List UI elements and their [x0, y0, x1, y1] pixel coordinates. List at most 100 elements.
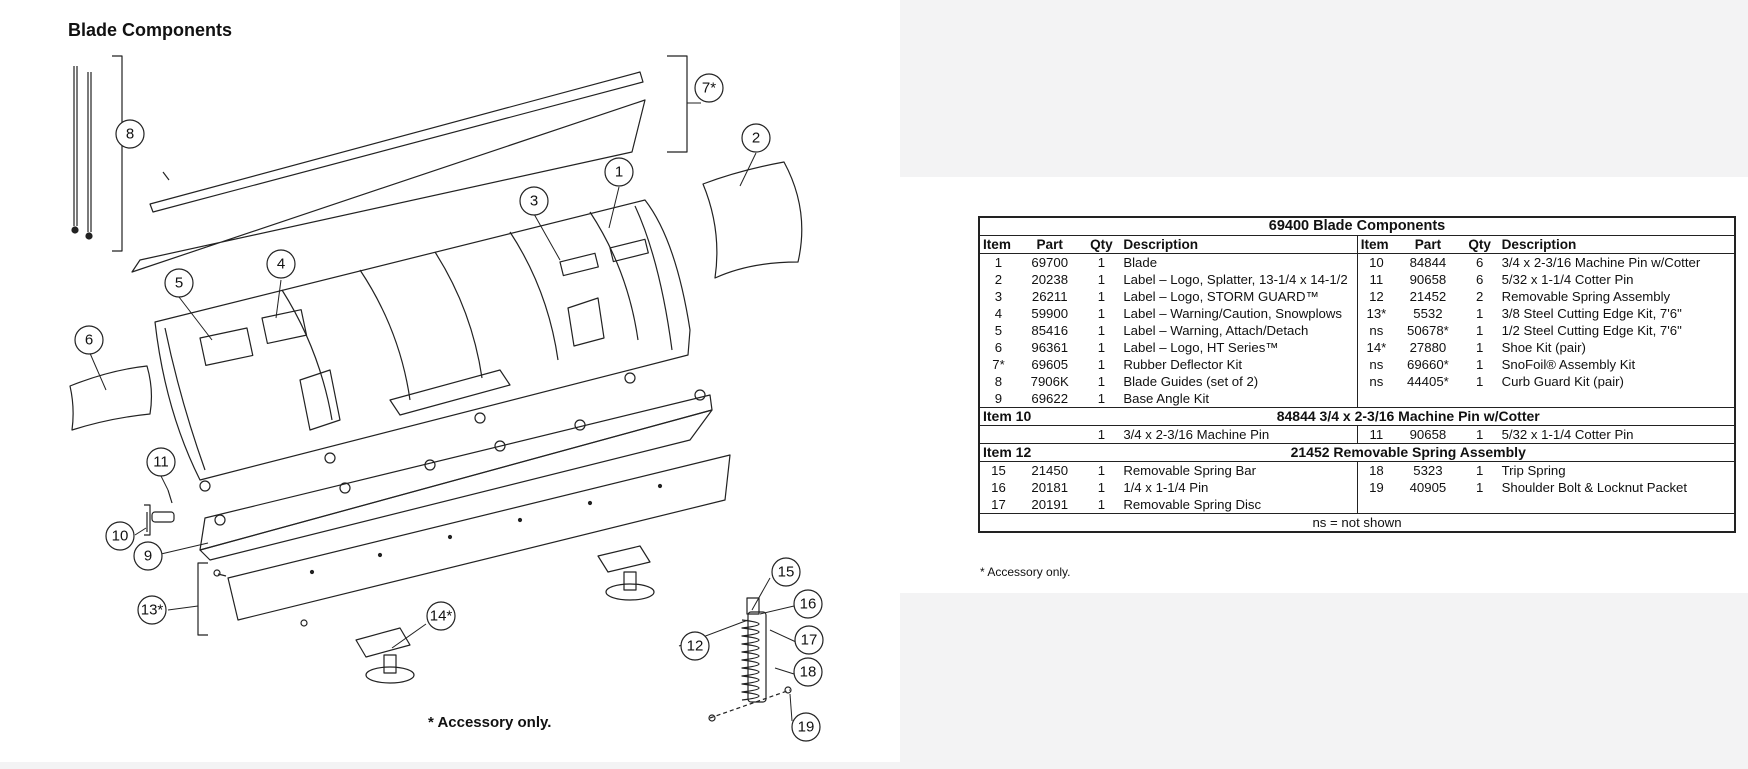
spring-assembly-drawing — [708, 597, 792, 722]
item-number — [979, 426, 1017, 444]
part-number: 20238 — [1031, 272, 1069, 287]
description: 1/2 Steel Cutting Edge Kit, 7'6" — [1501, 323, 1682, 338]
shoe-drawing — [355, 545, 655, 684]
part-number: 69660* — [1407, 357, 1449, 372]
page-background-band — [900, 593, 1748, 769]
quantity: 1 — [1475, 306, 1484, 321]
blade-moldboard-drawing — [154, 199, 691, 492]
svg-text:14*: 14* — [430, 608, 453, 625]
quantity: 1 — [1475, 323, 1484, 338]
callout-8: 8 — [115, 119, 145, 149]
item-number: 13* — [1366, 306, 1387, 321]
quantity: 1 — [1097, 323, 1106, 338]
part-number: 90658 — [1409, 272, 1447, 287]
table-footer-row: ns = not shown — [979, 513, 1735, 532]
description: Removable Spring Assembly — [1501, 289, 1671, 304]
callout-2: 2 — [741, 123, 771, 153]
svg-text:3: 3 — [530, 193, 538, 210]
item-number — [1357, 390, 1395, 408]
part-number: 26211 — [1031, 289, 1068, 304]
svg-text:16: 16 — [800, 596, 817, 613]
part-number: 20181 — [1031, 480, 1069, 495]
description: Label – Warning/Caution, Snowplows — [1120, 305, 1358, 322]
callout-11: 11 — [146, 447, 176, 477]
svg-text:5: 5 — [175, 275, 183, 292]
item-number: 10 — [1369, 255, 1384, 270]
item-number: 8 — [994, 374, 1003, 389]
description: Label – Logo, Splatter, 13-1/4 x 14-1/2 — [1120, 271, 1358, 288]
page-background-band — [0, 762, 900, 769]
accessory-note: * Accessory only. — [428, 714, 552, 731]
part-number: 96361 — [1031, 340, 1069, 355]
column-header: Item — [1357, 235, 1396, 254]
description: 3/4 x 2-3/16 Machine Pin w/Cotter — [1501, 255, 1701, 270]
item-number: 19 — [1369, 480, 1384, 495]
section-title: 84844 3/4 x 2-3/16 Machine Pin w/Cotter — [1082, 407, 1735, 426]
section-title: 21452 Removable Spring Assembly — [1082, 443, 1735, 462]
description: 3/8 Steel Cutting Edge Kit, 7'6" — [1501, 306, 1682, 321]
parts-table: 69400 Blade Components Item Part Qty Des… — [978, 216, 1736, 533]
svg-text:17: 17 — [801, 632, 818, 649]
item-number: 14* — [1366, 340, 1387, 355]
item-number: 2 — [994, 272, 1003, 287]
description: 1/4 x 1-1/4 Pin — [1120, 479, 1358, 496]
machine-pin-drawing — [144, 489, 175, 536]
rubber-deflector-drawing — [131, 55, 688, 273]
svg-text:15: 15 — [778, 564, 795, 581]
part-number — [1395, 390, 1461, 408]
svg-text:12: 12 — [687, 638, 704, 655]
quantity: 1 — [1097, 427, 1106, 442]
column-header: Description — [1120, 235, 1358, 254]
description: Base Angle Kit — [1120, 390, 1358, 408]
section-label: Item 10 — [979, 407, 1083, 426]
quantity: 1 — [1097, 463, 1106, 478]
callout-18: 18 — [793, 657, 823, 687]
item-number: ns — [1369, 323, 1384, 338]
callout-leaders — [88, 102, 797, 722]
table-title-row: 69400 Blade Components — [979, 217, 1735, 236]
svg-text:13*: 13* — [141, 602, 164, 619]
item-number: 18 — [1369, 463, 1384, 478]
svg-text:2: 2 — [752, 130, 760, 147]
description: Label – Warning, Attach/Detach — [1120, 322, 1358, 339]
quantity: 2 — [1475, 289, 1484, 304]
svg-text:8: 8 — [126, 126, 134, 143]
description: 5/32 x 1-1/4 Cotter Pin — [1501, 427, 1634, 442]
quantity: 1 — [1097, 306, 1106, 321]
description: Label – Logo, HT Series™ — [1120, 339, 1358, 356]
quantity: 1 — [1097, 374, 1106, 389]
part-number: 50678* — [1407, 323, 1449, 338]
part-number: 59900 — [1031, 306, 1069, 321]
cutting-edge-drawing — [197, 454, 731, 636]
column-header: Qty — [1460, 235, 1499, 254]
part-number: 69605 — [1031, 357, 1069, 372]
callout-7: 7* — [694, 73, 724, 103]
quantity: 1 — [1475, 463, 1484, 478]
diagram-title: Blade Components — [68, 20, 233, 40]
part-number: 40905 — [1409, 480, 1447, 495]
item-number: 5 — [994, 323, 1003, 338]
item-number: 15 — [991, 463, 1006, 478]
description: Curb Guard Kit (pair) — [1501, 374, 1624, 389]
part-number: 84844 — [1409, 255, 1447, 270]
part-number — [1017, 426, 1083, 444]
column-header: Part — [1395, 235, 1461, 254]
callout-16: 16 — [793, 589, 823, 619]
page-background-band — [900, 0, 1748, 177]
part-number: 69700 — [1031, 255, 1069, 270]
svg-text:7*: 7* — [702, 80, 716, 97]
description: Shoulder Bolt & Locknut Packet — [1501, 480, 1688, 495]
svg-text:9: 9 — [144, 548, 152, 565]
description: 3/4 x 2-3/16 Machine Pin — [1120, 425, 1358, 444]
item-number: 16 — [991, 480, 1006, 495]
svg-text:10: 10 — [112, 528, 129, 545]
logo-label-6-drawing — [69, 365, 153, 431]
quantity: 1 — [1475, 374, 1484, 389]
